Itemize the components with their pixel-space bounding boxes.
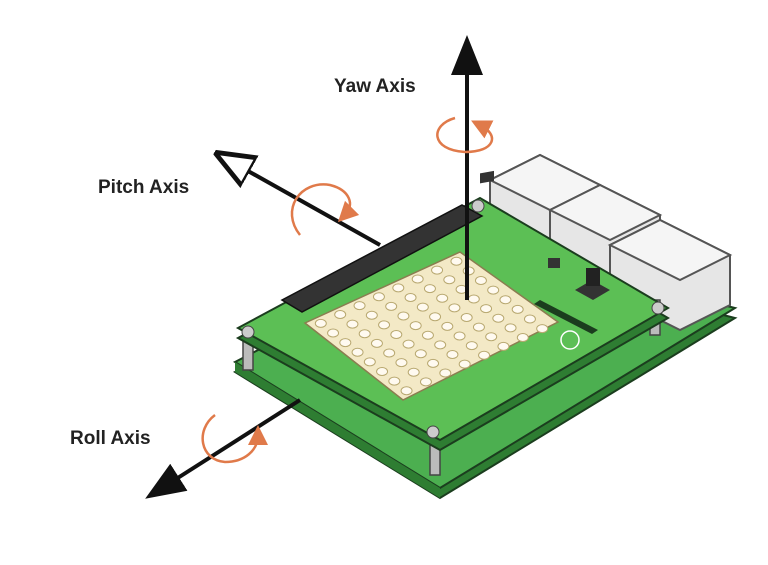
led xyxy=(334,310,347,319)
led xyxy=(431,265,444,275)
led-grid xyxy=(314,256,549,396)
led xyxy=(480,304,493,314)
pitch-axis-arrow xyxy=(232,162,381,247)
raspberry-logo xyxy=(560,330,580,350)
led xyxy=(370,338,383,348)
led xyxy=(516,333,529,342)
yaw-axis-label: Yaw Axis xyxy=(334,76,416,97)
led xyxy=(409,321,422,331)
pitch-axis-label: Pitch Axis xyxy=(98,177,190,198)
led xyxy=(397,311,410,321)
led xyxy=(346,319,359,329)
led xyxy=(388,376,401,386)
led xyxy=(497,341,510,351)
usb-ethernet-ports xyxy=(487,153,733,332)
led xyxy=(421,330,434,340)
led xyxy=(416,302,429,312)
led xyxy=(378,320,391,330)
led xyxy=(511,304,524,314)
led xyxy=(504,323,517,333)
led xyxy=(458,359,471,369)
sense-hat-board xyxy=(235,170,670,452)
led xyxy=(478,350,491,360)
led xyxy=(448,303,461,313)
led xyxy=(407,367,420,377)
yaw-rotation-icon xyxy=(436,116,494,154)
led xyxy=(460,313,473,322)
led xyxy=(327,328,340,338)
led xyxy=(385,301,398,311)
led xyxy=(434,340,447,350)
led xyxy=(314,318,327,328)
led xyxy=(411,274,424,284)
led xyxy=(446,350,459,359)
led xyxy=(441,321,454,331)
led xyxy=(523,314,536,324)
rotation-arrows xyxy=(201,116,494,464)
led xyxy=(339,338,352,348)
led xyxy=(439,368,452,378)
led xyxy=(419,377,432,387)
led xyxy=(390,330,403,339)
led xyxy=(383,348,396,358)
led xyxy=(472,322,485,332)
led xyxy=(465,341,478,351)
led xyxy=(363,357,376,367)
led xyxy=(376,367,389,376)
joystick-knob xyxy=(586,268,600,286)
led xyxy=(400,386,413,396)
led xyxy=(392,283,405,293)
led xyxy=(365,310,378,320)
led xyxy=(414,349,427,359)
led xyxy=(436,293,449,303)
led xyxy=(402,339,415,349)
led xyxy=(427,358,440,368)
led xyxy=(404,293,417,302)
led xyxy=(351,347,364,357)
led xyxy=(499,295,512,305)
gpio-header xyxy=(280,204,484,313)
led xyxy=(487,285,500,295)
roll-rotation-icon xyxy=(201,414,268,464)
led xyxy=(443,275,456,285)
led xyxy=(536,324,549,334)
led xyxy=(423,284,436,294)
led xyxy=(453,331,466,341)
led xyxy=(372,292,385,302)
pitch-rotation-icon xyxy=(290,183,360,236)
led xyxy=(450,256,463,266)
led xyxy=(353,301,366,311)
led xyxy=(429,312,442,322)
roll-axis-arrow xyxy=(145,398,302,499)
led xyxy=(492,313,505,323)
roll-axis-label: Roll Axis xyxy=(70,428,151,449)
led xyxy=(358,329,371,339)
led xyxy=(395,358,408,368)
joystick xyxy=(575,280,610,300)
led xyxy=(485,332,498,342)
led xyxy=(474,276,487,285)
led xyxy=(467,294,480,304)
